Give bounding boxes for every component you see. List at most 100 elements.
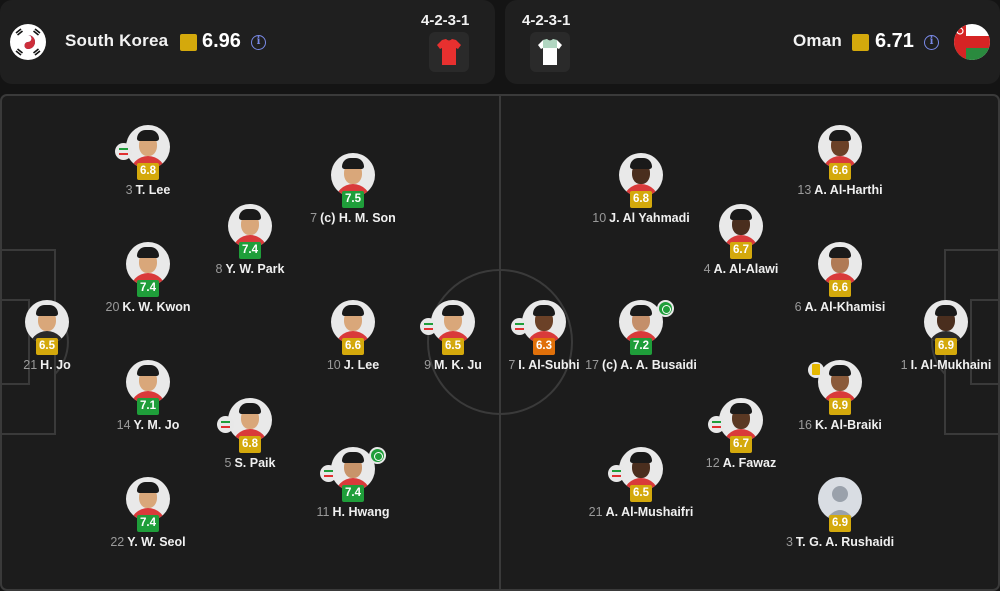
player-rating-badge: 6.7 [730,242,752,259]
player-rating-badge: 7.1 [137,398,159,415]
player-avatar [522,300,566,344]
home-team-name[interactable]: South Korea [65,31,169,50]
player-number: 17 [585,358,599,372]
player-rating-badge: 7.4 [342,485,364,502]
player-rating-badge: 7.5 [342,191,364,208]
player-name-text: H. Hwang [332,505,390,519]
player-rating-badge: 6.8 [630,191,652,208]
player-name: 7(c) H. M. Son [288,211,418,225]
info-icon[interactable]: i [251,35,266,50]
substitution-icon [320,465,337,482]
substitution-icon [217,416,234,433]
player-number: 16 [798,418,812,432]
player-number: 9 [424,358,432,372]
player-name-text: J. Lee [343,358,380,372]
away-kit [530,32,570,72]
player-avatar [228,204,272,248]
player-rating-badge: 6.8 [239,436,261,453]
player-name-text: A. Al-Harthi [814,183,883,197]
player-rating-badge: 6.5 [630,485,652,502]
player-avatar [719,204,763,248]
home-formation: 4-2-3-1 [421,12,470,29]
player-number: 6 [794,300,802,314]
info-icon[interactable]: i [924,35,939,50]
player-rating-badge: 7.4 [239,242,261,259]
player-rating-badge: 6.9 [829,515,851,532]
yellow-card-icon [808,362,824,378]
player-rating-badge: 6.3 [533,338,555,355]
player-number: 1 [900,358,908,372]
away-team-rating: 6.71 [875,30,914,52]
south-korea-flag-icon [10,24,46,60]
away-team-name[interactable]: Oman [793,31,842,50]
substitution-icon [708,416,725,433]
player-number: 13 [797,183,812,197]
player-number: 5 [224,456,232,470]
white-shirt-icon [538,39,562,65]
rating-square-icon [852,34,869,51]
red-shirt-icon [437,39,461,65]
player-rating-badge: 6.5 [36,338,58,355]
player-number: 21 [588,505,603,519]
away-team-header: 4-2-3-1 Oman 6.71 i [505,0,1000,84]
player-name-text: K. Al-Braiki [814,418,882,432]
player-rating-badge: 6.7 [730,436,752,453]
player-name-text: I. Al-Mukhaini [910,358,992,372]
player-home-son[interactable]: 7.5 7(c) H. M. Son [288,153,418,225]
player-name-text: A. Al-Khamisi [804,300,886,314]
player-name-text: J. Al Yahmadi [609,211,690,225]
player-number: 11 [316,505,330,519]
player-name-text: A. Al-Mushaifri [605,505,694,519]
player-number: 21 [23,358,38,372]
player-number: 10 [592,211,607,225]
player-rating-badge: 6.6 [829,163,851,180]
rating-square-icon [180,34,197,51]
substitution-icon [511,318,528,335]
player-rating-badge: 6.8 [137,163,159,180]
player-rating-badge: 6.5 [442,338,464,355]
player-name-text: I. Al-Subhi [518,358,580,372]
player-name-text: K. W. Kwon [122,300,191,314]
player-number: 10 [326,358,341,372]
player-rating-badge: 6.6 [829,280,851,297]
player-number: 4 [703,262,711,276]
player-rating-badge: 7.2 [630,338,652,355]
substitution-icon [420,318,437,335]
player-avatar [818,477,862,521]
player-name-text: Y. M. Jo [133,418,180,432]
player-name-text: T. G. A. Rushaidi [795,535,895,549]
player-rating-badge: 6.6 [342,338,364,355]
